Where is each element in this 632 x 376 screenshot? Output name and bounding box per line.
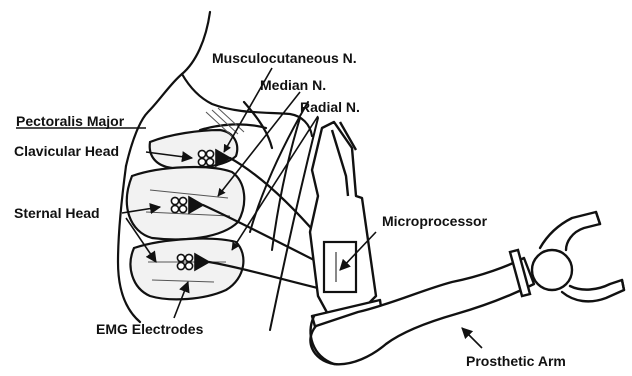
label-microprocessor: Microprocessor — [382, 213, 488, 229]
median-nerve — [272, 118, 300, 250]
label-radial: Radial N. — [300, 99, 360, 115]
label-clavicular-head: Clavicular Head — [14, 143, 119, 159]
microprocessor-unit — [324, 242, 356, 292]
nerves — [250, 102, 318, 330]
label-sternal-head: Sternal Head — [14, 205, 100, 221]
hook-upper-finger — [540, 212, 600, 250]
label-median: Median N. — [260, 77, 326, 93]
prosthetic-socket — [310, 122, 382, 330]
hook-lower-finger — [562, 280, 624, 301]
leader-prosthetic-arm — [462, 328, 482, 348]
label-prosthetic-arm: Prosthetic Arm — [466, 353, 566, 369]
label-pectoralis-major: Pectoralis Major — [16, 113, 125, 129]
wrist-ball — [532, 250, 572, 290]
label-emg-electrodes: EMG Electrodes — [96, 321, 204, 337]
label-musculocutaneous: Musculocutaneous N. — [212, 50, 357, 66]
clavicular-head-region — [150, 130, 238, 169]
prosthetic-wrist — [510, 250, 572, 296]
